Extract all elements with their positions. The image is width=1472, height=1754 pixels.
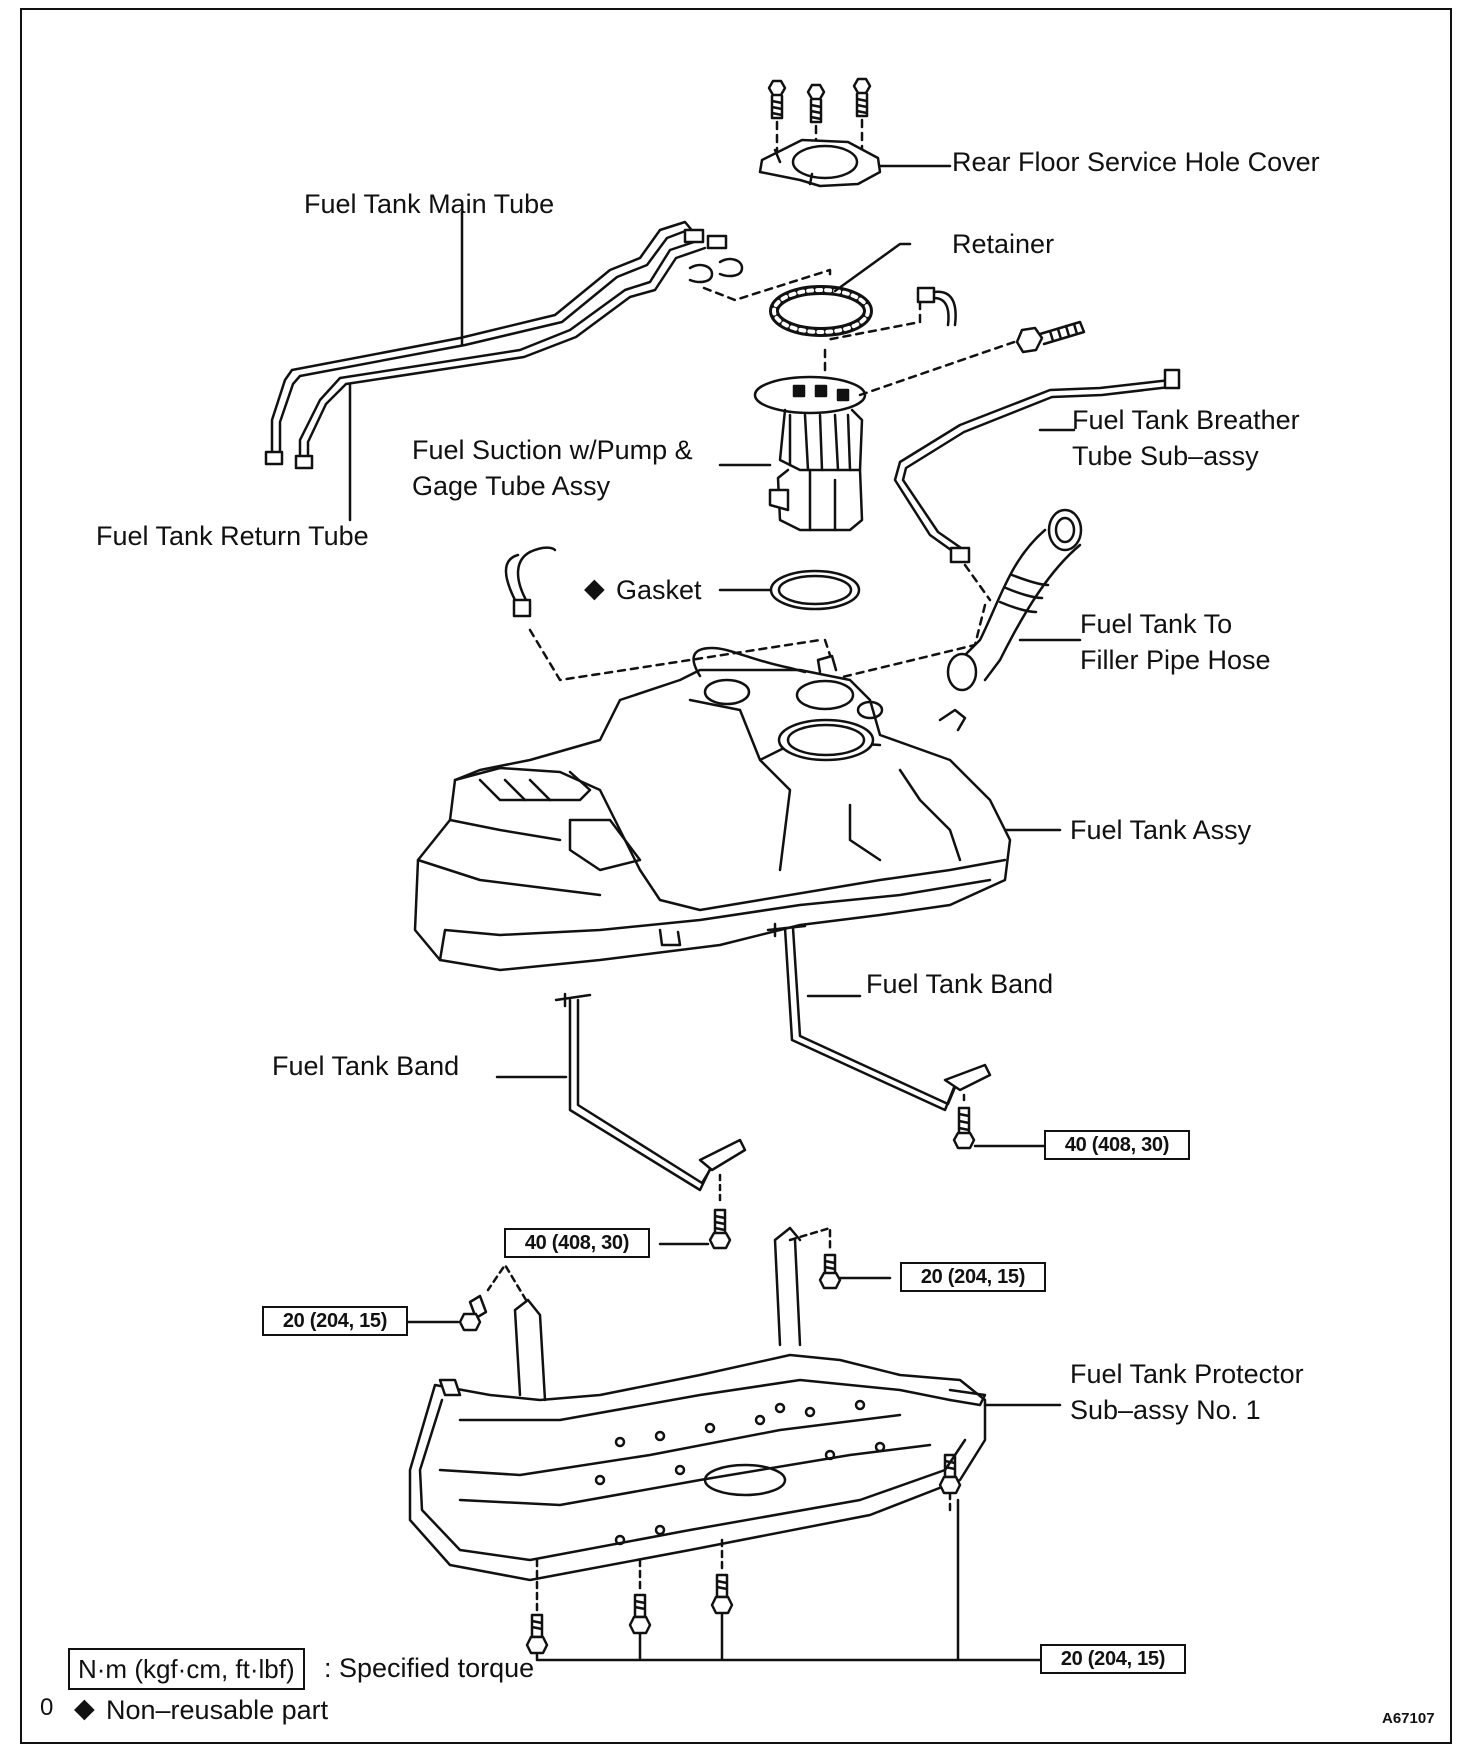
protector-bottom-bolts	[525, 1453, 1042, 1662]
legend-specified-torque: : Specified torque	[324, 1653, 535, 1683]
fuel-tank-to-filler-pipe-hose	[828, 508, 1083, 692]
fuel-tank-band-left	[495, 992, 747, 1192]
legend-nonreuse-marker-icon: ◆	[74, 1693, 95, 1723]
label-fuel-tank-band-left: Fuel Tank Band	[272, 1051, 460, 1081]
fuel-suction-pump-assy	[718, 338, 1022, 532]
label-fuel-tank-assy: Fuel Tank Assy	[1070, 815, 1252, 845]
retainer	[769, 242, 912, 337]
breather-bolt	[1015, 320, 1086, 354]
torque-protector-upper-right: 20 (204, 15)	[900, 1262, 1046, 1292]
label-fuel-suction-line1: Fuel Suction w/Pump &	[412, 435, 693, 465]
label-rear-floor-service-hole-cover: Rear Floor Service Hole Cover	[952, 147, 1320, 177]
label-fuel-suction-line2: Gage Tube Assy	[412, 471, 611, 501]
label-filler-line1: Fuel Tank To	[1080, 609, 1233, 639]
fuel-tank-assy	[413, 646, 1062, 972]
gasket	[718, 569, 861, 657]
evap-hose	[504, 546, 822, 682]
label-filler-line2: Filler Pipe Hose	[1080, 645, 1271, 675]
torque-protector-upper-left: 20 (204, 15)	[262, 1306, 408, 1336]
fuel-tank-protector	[408, 1226, 1062, 1582]
label-breather-line1: Fuel Tank Breather	[1072, 405, 1300, 435]
torque-protector-bottom: 20 (204, 15)	[1040, 1644, 1186, 1674]
legend-torque-unit-box: N·m (kgf·cm, ft·lbf)	[68, 1648, 305, 1690]
cover-screws	[767, 77, 872, 152]
label-breather-line2: Tube Sub–assy	[1072, 441, 1259, 471]
legend-non-reusable-part: Non–reusable part	[106, 1695, 329, 1725]
torque-band-right-bolt: 40 (408, 30)	[1044, 1130, 1190, 1160]
band-right-bolt	[952, 1093, 1057, 1150]
label-retainer: Retainer	[952, 229, 1055, 259]
protector-upper-right-bolt	[788, 1226, 892, 1290]
label-protector-line1: Fuel Tank Protector	[1070, 1359, 1304, 1389]
pump-connector	[824, 286, 957, 342]
label-fuel-tank-return-tube: Fuel Tank Return Tube	[96, 521, 369, 551]
label-protector-line2: Sub–assy No. 1	[1070, 1395, 1261, 1425]
label-fuel-tank-band-right: Fuel Tank Band	[866, 969, 1054, 999]
label-gasket: Gasket	[616, 575, 702, 605]
legend-nonreuse-prefix: 0	[40, 1694, 54, 1721]
band-left-bolt	[658, 1173, 732, 1250]
non-reusable-marker-icon: ◆	[584, 573, 605, 603]
fuel-tank-band-right	[766, 922, 992, 1112]
fuel-tank-breather-tube	[893, 368, 1181, 602]
label-fuel-tank-main-tube: Fuel Tank Main Tube	[304, 189, 555, 219]
torque-band-left-bolt: 40 (408, 30)	[504, 1228, 650, 1258]
rear-floor-service-hole-cover	[758, 138, 952, 188]
fuel-tank-main-and-return-tubes	[264, 210, 832, 522]
protector-upper-left-bolt	[403, 1263, 528, 1332]
diagram-frame	[20, 8, 1452, 1744]
figure-reference-code: A67107	[1382, 1710, 1435, 1727]
